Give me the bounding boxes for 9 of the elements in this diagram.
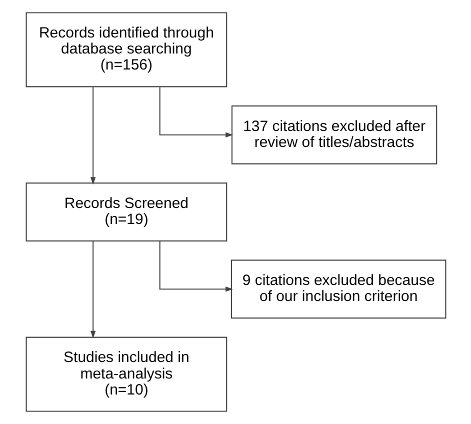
arrow (158, 240, 233, 292)
node-box: 9 citations excluded because of our inclusion criterion (230, 260, 446, 319)
node-box: Records identified through database searching (n=156) (25, 12, 227, 88)
node-box: Records Screened (n=19) (25, 182, 227, 242)
arrow (90, 240, 96, 338)
node-box: 137 citations excluded after review of titles/abstracts (230, 105, 437, 164)
arrow (90, 87, 96, 185)
node-box: Studies included in meta-analysis (n=10) (25, 336, 227, 412)
arrow (158, 87, 233, 138)
